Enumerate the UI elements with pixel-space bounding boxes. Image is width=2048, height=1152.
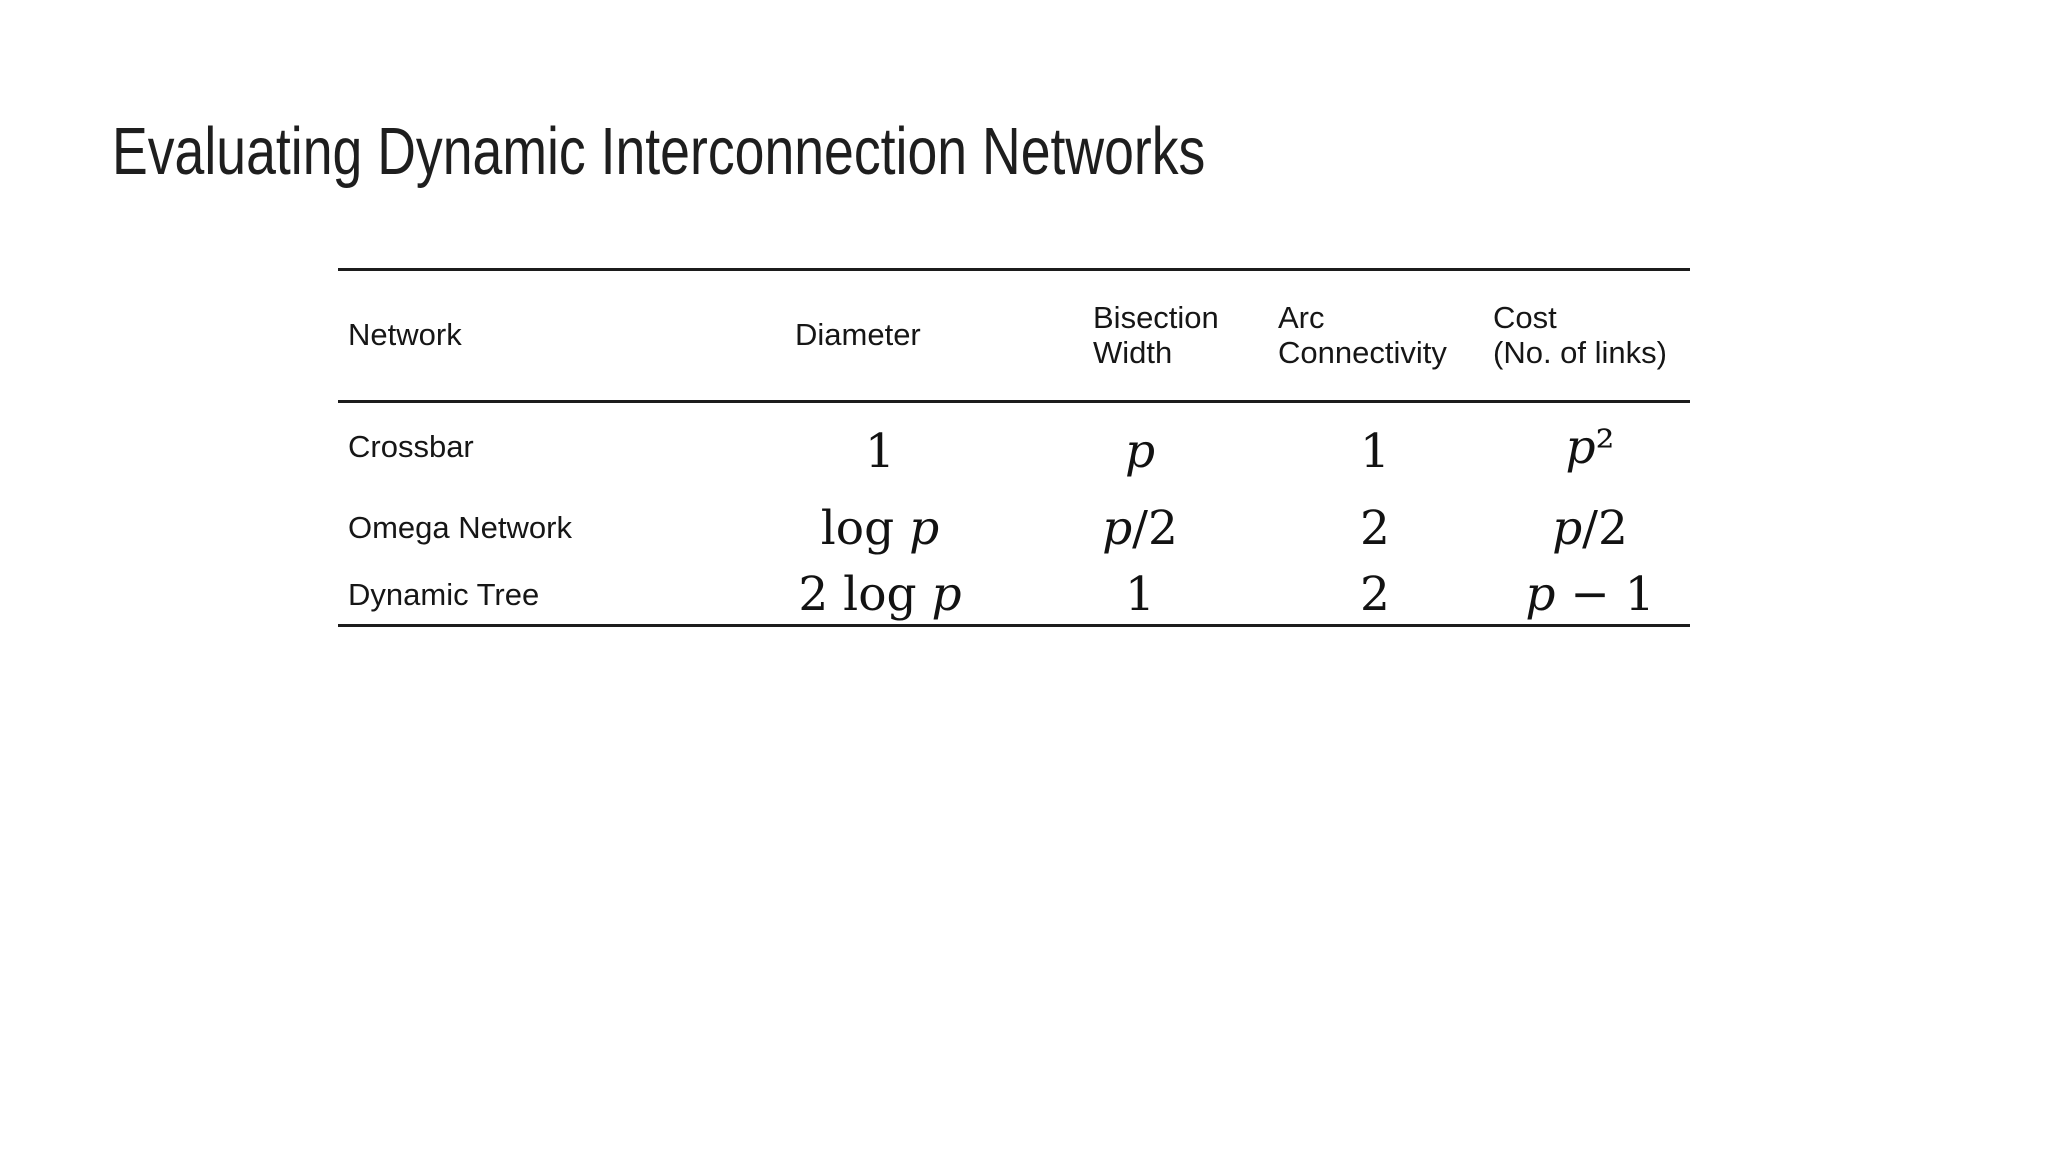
cell-diameter: 1 bbox=[865, 423, 895, 479]
cell-network: Crossbar bbox=[348, 429, 474, 464]
comparison-table: Network Diameter Bisection Width Arc Con… bbox=[338, 268, 1690, 627]
cell-arc-connectivity: 1 bbox=[1360, 423, 1390, 479]
cell-bisection-width: p/2 bbox=[1102, 500, 1178, 556]
cell-network: Dynamic Tree bbox=[348, 576, 540, 612]
cell-arc-connectivity: 2 bbox=[1360, 567, 1390, 622]
cell-bisection-width: 1 bbox=[1125, 567, 1155, 622]
table-row: Crossbar 1 p 1 p² bbox=[338, 403, 1690, 491]
cell-cost: p − 1 bbox=[1525, 567, 1655, 622]
column-header-arc-connectivity: Arc Connectivity bbox=[1278, 299, 1447, 370]
table-row: Omega Network log p p/2 2 p/2 bbox=[338, 491, 1690, 565]
cell-arc-connectivity: 2 bbox=[1360, 500, 1390, 556]
cell-diameter: log p bbox=[820, 500, 940, 556]
column-header-cost: Cost (No. of links) bbox=[1493, 299, 1667, 370]
column-header-bisection-width: Bisection Width bbox=[1093, 299, 1219, 370]
table-row: Dynamic Tree 2 log p 1 2 p − 1 bbox=[338, 565, 1690, 624]
cell-cost: p/2 bbox=[1552, 500, 1628, 556]
cell-network: Omega Network bbox=[348, 510, 572, 545]
cell-bisection-width: p bbox=[1124, 423, 1156, 479]
cell-diameter: 2 log p bbox=[798, 567, 962, 622]
cell-cost: p² bbox=[1565, 419, 1615, 475]
column-header-network: Network bbox=[348, 317, 462, 353]
table-header-row: Network Diameter Bisection Width Arc Con… bbox=[338, 271, 1690, 403]
column-header-diameter: Diameter bbox=[795, 317, 921, 353]
slide-title: Evaluating Dynamic Interconnection Netwo… bbox=[112, 113, 1206, 189]
